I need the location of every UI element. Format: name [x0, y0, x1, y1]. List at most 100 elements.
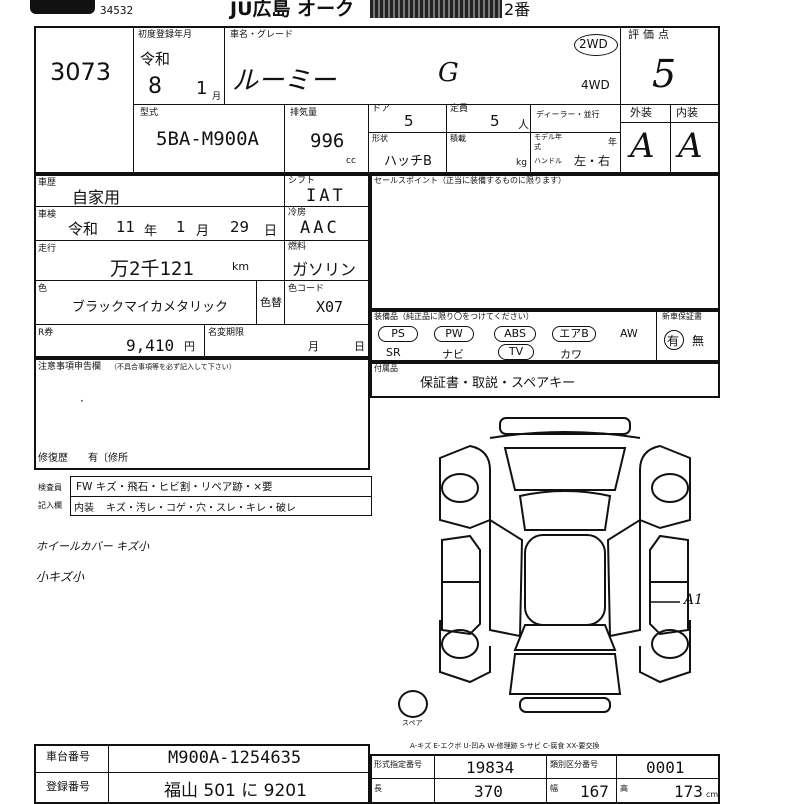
car-damage-diagram	[439, 417, 691, 713]
inspection-day-unit: 日	[264, 224, 278, 239]
first-registration-month: 1	[196, 78, 208, 99]
recycle-unit: 円	[184, 340, 195, 353]
color-code-value: X07	[316, 298, 344, 316]
load-unit: kg	[516, 158, 527, 168]
shape-label: 形状	[372, 134, 388, 143]
top-section	[34, 26, 720, 174]
length-value: 370	[474, 782, 503, 801]
handwritten-note-1: ホイールカバー キズ小	[36, 540, 150, 553]
score-label: 評価点	[628, 28, 673, 41]
name-change-month-unit: 月	[308, 340, 319, 353]
height-label: 高	[620, 784, 628, 793]
damage-mark: A1	[684, 592, 704, 608]
drive-2wd: 2WD	[579, 37, 608, 51]
accessories-value: 保証書・取説・スペアキー	[420, 376, 576, 391]
width-label: 幅	[550, 784, 558, 793]
inspection-month-unit: 月	[196, 224, 210, 239]
exterior-grade-label: 外装	[630, 106, 652, 119]
capacity-value: 5	[490, 112, 500, 130]
displacement-label: 排気量	[290, 108, 318, 118]
equipment-section	[370, 310, 720, 362]
color-label: 色	[38, 284, 48, 294]
name-change-day-unit: 日	[354, 340, 365, 353]
shift-value: IAT	[306, 186, 346, 206]
score-value: 5	[652, 52, 677, 96]
inspection-label: 車検	[38, 210, 57, 220]
inspector-label-1: 検査員	[38, 483, 62, 492]
inspection-day: 29	[230, 218, 250, 236]
warranty-no: 無	[692, 334, 705, 348]
usage-label: 車歴	[38, 178, 57, 188]
equipment-airbag: エアB	[552, 326, 596, 342]
spare-label: スペア	[402, 719, 423, 727]
auction-name: JU広島 オーク	[230, 0, 355, 20]
mileage-value: 万2千121	[110, 258, 194, 280]
recycle-label: R券	[38, 328, 54, 338]
equipment-sr: SR	[386, 346, 401, 359]
drive-2wd-circle	[574, 34, 618, 56]
lot-number: 3073	[50, 58, 112, 86]
car-name-label: 車名・グレード	[230, 30, 294, 40]
recycle-value: 9,410	[126, 336, 175, 355]
handle-label: ハンドル	[534, 157, 562, 165]
car-name: ルーミー	[232, 66, 337, 96]
sales-point-section	[370, 174, 720, 310]
chassis-label: 車台番号	[46, 750, 90, 763]
accessories-section	[370, 362, 720, 398]
chassis-value: M900A-1254635	[168, 748, 302, 768]
inspection-month: 1	[176, 218, 186, 236]
shape-value: ハッチB	[384, 154, 432, 169]
equipment-ps: PS	[378, 326, 418, 342]
warranty-yes: 有	[667, 334, 680, 348]
notes-sublabel: （不具合事項等を必ず記入して下さい）	[110, 363, 236, 371]
header-suffix: 2番	[504, 0, 531, 19]
model-value: 5BA-M900A	[156, 128, 259, 150]
equipment-abs: ABS	[494, 326, 536, 342]
model-year-unit: 年	[608, 138, 618, 148]
height-unit: cm	[706, 790, 719, 799]
capacity-unit: 人	[518, 118, 529, 131]
header-small-number: 34532	[100, 4, 134, 17]
capacity-label: 定員	[450, 104, 469, 114]
repair-label: 修復歴	[38, 453, 68, 464]
car-grade: G	[438, 58, 459, 88]
warranty-yes-circle	[664, 330, 684, 350]
vehicle-details-section	[34, 174, 370, 358]
usage-value: 自家用	[72, 188, 121, 207]
category-number-label: 類別区分番号	[550, 760, 598, 769]
color-code-label: 色コード	[288, 284, 325, 294]
plate-value: 福山 501 に 9201	[164, 781, 307, 801]
first-registration-era: 令和	[140, 50, 171, 68]
inspection-era: 令和	[68, 220, 99, 238]
shift-label: シフト	[288, 176, 316, 186]
doors-label: ドア	[372, 104, 391, 114]
dealer-label: ディーラー・並行	[536, 110, 600, 119]
equipment-leather: カワ	[560, 348, 582, 361]
color-change-label: 色替	[260, 296, 282, 309]
inspector-row-2: キズ・汚レ・コゲ・穴・スレ・キレ・破レ	[106, 503, 296, 514]
exterior-grade-value: A	[630, 126, 655, 166]
model-label: 型式	[140, 108, 159, 118]
handwritten-note-2: 小キズ小	[36, 570, 85, 584]
damage-legend: A-キズ E-エクボ U-凹み W-修理跡 S-サビ C-腐食 XX-要交換	[410, 742, 600, 750]
aircon-value: AAC	[300, 218, 340, 238]
equipment-pw: PW	[434, 326, 474, 342]
notes-section	[34, 358, 370, 470]
drive-4wd: 4WD	[581, 78, 610, 92]
plate-label: 登録番号	[46, 780, 90, 793]
inspection-year-unit: 年	[144, 224, 158, 239]
inspector-row-1: FW キズ・飛石・ヒビ割・リペア跡・×要	[76, 481, 273, 493]
repair-value: 有〔修所	[88, 453, 128, 464]
displacement-unit: cc	[346, 156, 356, 166]
mileage-label: 走行	[38, 244, 57, 254]
height-value: 173	[674, 782, 703, 801]
first-registration-month-unit: 月	[212, 92, 222, 102]
equipment-tv: TV	[498, 344, 534, 360]
spare-tire-icon	[398, 690, 428, 718]
model-year-label: モデル年式	[534, 133, 562, 151]
equipment-navi: ナビ	[442, 348, 464, 361]
displacement-value: 996	[310, 130, 345, 152]
notes-mark: ·	[80, 394, 84, 408]
auction-logo	[30, 0, 95, 14]
interior-grade-value: A	[678, 126, 703, 166]
